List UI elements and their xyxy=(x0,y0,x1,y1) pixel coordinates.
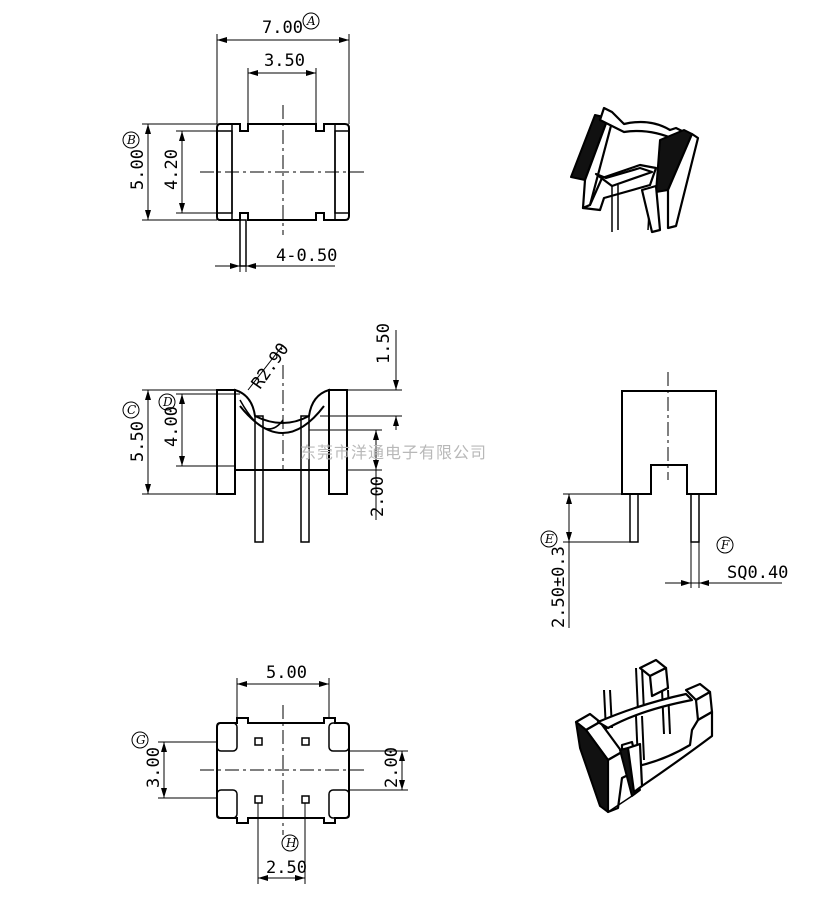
tag-h: H xyxy=(285,836,297,850)
dim-radius: R2.90 xyxy=(248,339,294,392)
dim-inner-depth: 4.20 xyxy=(162,149,182,190)
dim-overall-depth: 5.00 xyxy=(128,149,148,190)
dim-pin-square: SQ0.40 xyxy=(727,563,788,583)
side-view: 2.50±0.3 E SQ0.40 F xyxy=(540,372,788,628)
dim-slot-width: 3.50 xyxy=(264,51,305,71)
dim-pin-standoff: 2.50±0.3 xyxy=(549,546,569,628)
tag-e: E xyxy=(544,532,554,546)
tag-a: A xyxy=(306,14,316,28)
top-view: 7.00 A 3.50 5.00 B 4.20 4-0.50 xyxy=(122,12,365,272)
dim-row-spacing-outer: 3.00 xyxy=(144,747,164,788)
dim-pad-width: 5.00 xyxy=(266,663,307,683)
tag-c: C xyxy=(127,403,136,417)
dim-total-height: 5.50 xyxy=(128,421,148,462)
dim-pin-length: 2.00 xyxy=(368,476,388,517)
dim-row-spacing-inner: 2.00 xyxy=(382,747,402,788)
dim-body-height: 4.00 xyxy=(162,406,182,447)
tag-f: F xyxy=(720,538,730,552)
dim-pin-thickness: 4-0.50 xyxy=(276,246,337,266)
tag-d: D xyxy=(162,395,173,409)
front-view: R2.90 1.50 5.50 C 4.00 D 2.00 xyxy=(122,323,402,543)
tag-b: B xyxy=(126,133,136,147)
dim-pin-pitch: 2.50 xyxy=(266,858,307,878)
tag-g: G xyxy=(136,733,146,747)
dim-top-offset: 1.50 xyxy=(374,323,394,364)
watermark: 东莞市洋通电子有限公司 xyxy=(300,443,487,462)
dim-overall-width: 7.00 xyxy=(262,18,303,38)
isometric-view-bottom xyxy=(574,658,714,814)
isometric-view-top xyxy=(570,106,700,234)
bottom-view: 5.00 3.00 G 2.00 2.50 H xyxy=(131,663,408,884)
